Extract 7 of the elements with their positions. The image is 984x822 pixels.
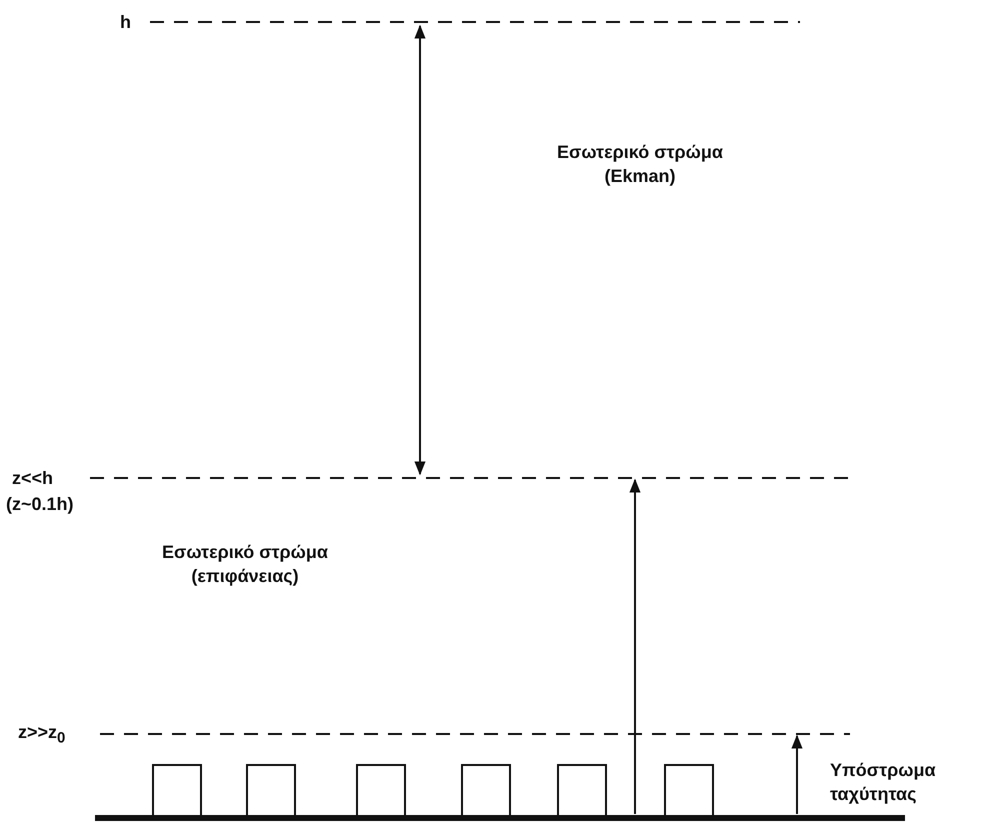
layer-label: Υπόστρωμα ταχύτητας [830,759,937,806]
height-label: z>>z$_{0}$ [18,721,66,749]
height-label: (z~0.1h) [6,493,74,516]
height-label: h [120,11,131,34]
height-label: z<<h [12,467,54,490]
layer-label: Εσωτερικό στρώμα (επιφάνειας) [161,541,329,588]
layer-label: Εσωτερικό στρώμα (Ekman) [556,141,724,188]
